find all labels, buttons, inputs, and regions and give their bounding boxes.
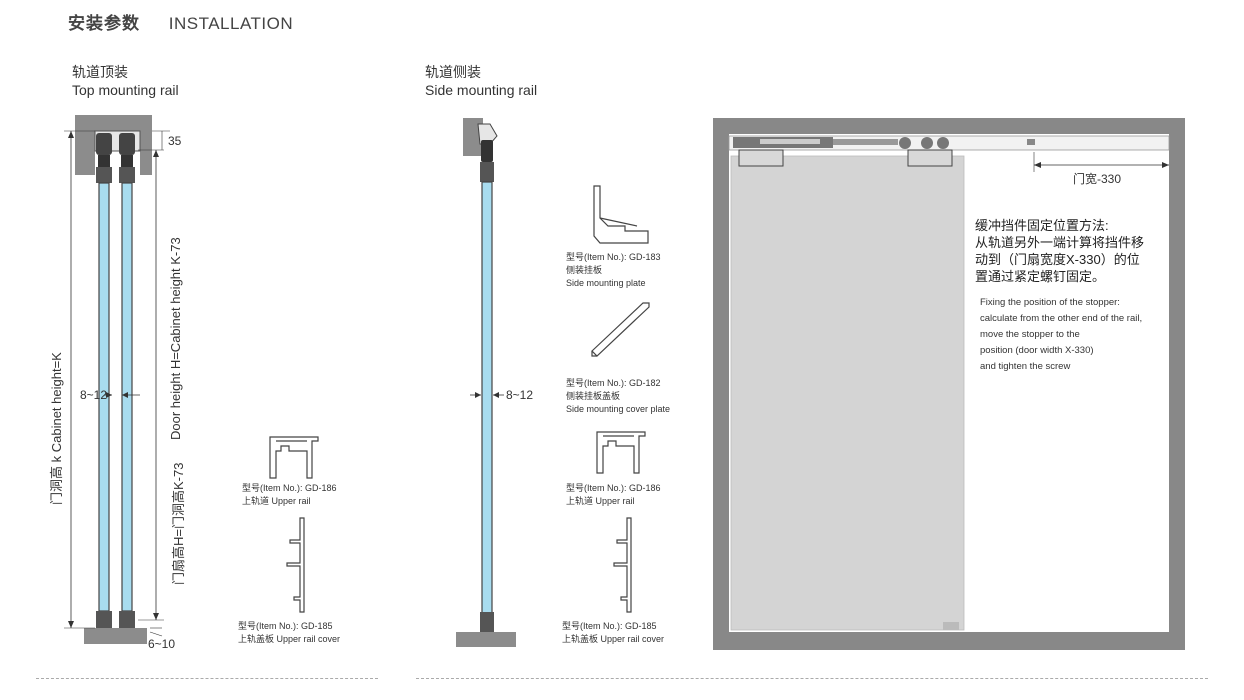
- top-mount-drawing: [64, 115, 170, 644]
- profile-gd186-top: [269, 436, 319, 479]
- floor-guide: [943, 622, 959, 630]
- profile-gd185-side: [613, 517, 632, 613]
- profile-gd182: [591, 302, 650, 357]
- roller-left: [96, 133, 112, 155]
- separator-left: [36, 678, 378, 679]
- dim-35: 35: [168, 134, 182, 148]
- caption-gd183: 型号(Item No.): GD-183 侧装挂板 Side mounting …: [566, 252, 661, 288]
- roller-3: [937, 137, 949, 149]
- side-glass-panel: [481, 181, 493, 617]
- ceiling-right: [140, 115, 152, 175]
- clamp-bottom-right: [119, 611, 135, 628]
- side-roller: [481, 140, 493, 162]
- door-clamp-right: [907, 149, 953, 167]
- heading-en: INSTALLATION: [168, 14, 294, 33]
- stopper-note-en: Fixing the position of the stopper: calc…: [980, 297, 1143, 372]
- top-mount-label-en: Top mounting rail: [72, 82, 179, 98]
- stopper: [1027, 139, 1035, 145]
- separator-right: [416, 678, 1208, 679]
- side-clamp-top: [480, 162, 494, 182]
- caption-gd182: 型号(Item No.): GD-182 侧装挂板盖板 Side mountin…: [566, 378, 671, 414]
- ceiling-left: [75, 115, 95, 175]
- side-mount-label: 轨道侧装 Side mounting rail: [425, 63, 537, 99]
- side-clamp-bottom: [480, 612, 494, 632]
- clamp-top-right: [119, 167, 135, 183]
- roller-2: [921, 137, 933, 149]
- roller-1: [899, 137, 911, 149]
- side-mount-label-en: Side mounting rail: [425, 82, 538, 98]
- profile-gd183: [593, 185, 649, 244]
- clamp-bottom-left: [96, 611, 112, 628]
- top-mount-label-cn: 轨道顶装: [72, 64, 128, 80]
- profile-gd186-side: [596, 431, 646, 474]
- cabinet-height-label: 门洞高 k Cabinet height=K: [49, 352, 64, 505]
- side-bracket: [477, 123, 498, 145]
- side-mount-label-cn: 轨道侧装: [425, 64, 481, 80]
- top-mount-label: 轨道顶装 Top mounting rail: [72, 63, 179, 99]
- floor-block: [84, 628, 147, 644]
- roller-right: [119, 133, 135, 155]
- profile-gd185-top: [286, 517, 305, 613]
- side-floor-block: [456, 632, 516, 647]
- door-height-label-cn: 门扇高H=门洞高K-73: [171, 462, 186, 585]
- front-view: [713, 118, 1185, 650]
- heading-cn: 安装参数: [68, 14, 140, 33]
- stopper-note-cn: 缓冲挡件固定位置方法: 从轨道另外一端计算将挡件移 动到（门扇宽度X-330）的…: [975, 218, 1145, 284]
- dim-glass-side: 8~12: [506, 388, 534, 402]
- hanger-left: [98, 155, 110, 167]
- page-heading: 安装参数 INSTALLATION: [68, 9, 293, 34]
- caption-gd185-top: 型号(Item No.): GD-185 上轨盖板 Upper rail cov…: [238, 621, 341, 644]
- caption-gd185-side: 型号(Item No.): GD-185 上轨盖板 Upper rail cov…: [562, 621, 665, 644]
- door-height-label-en: Door height H=Cabinet height K-73: [168, 237, 183, 440]
- hanger-right: [121, 155, 133, 167]
- caption-gd186-top: 型号(Item No.): GD-186 上轨道 Upper rail: [242, 483, 337, 506]
- door-clamp-left: [738, 149, 784, 167]
- dim-glass-top: 8~12: [80, 388, 108, 402]
- side-mount-drawing: [456, 118, 516, 647]
- dim-6-10: 6~10: [148, 637, 176, 651]
- door-width-label: 门宽-330: [1073, 172, 1122, 186]
- caption-gd186-side: 型号(Item No.): GD-186 上轨道 Upper rail: [566, 483, 661, 506]
- door-panel: [730, 155, 965, 631]
- clamp-top-left: [96, 167, 112, 183]
